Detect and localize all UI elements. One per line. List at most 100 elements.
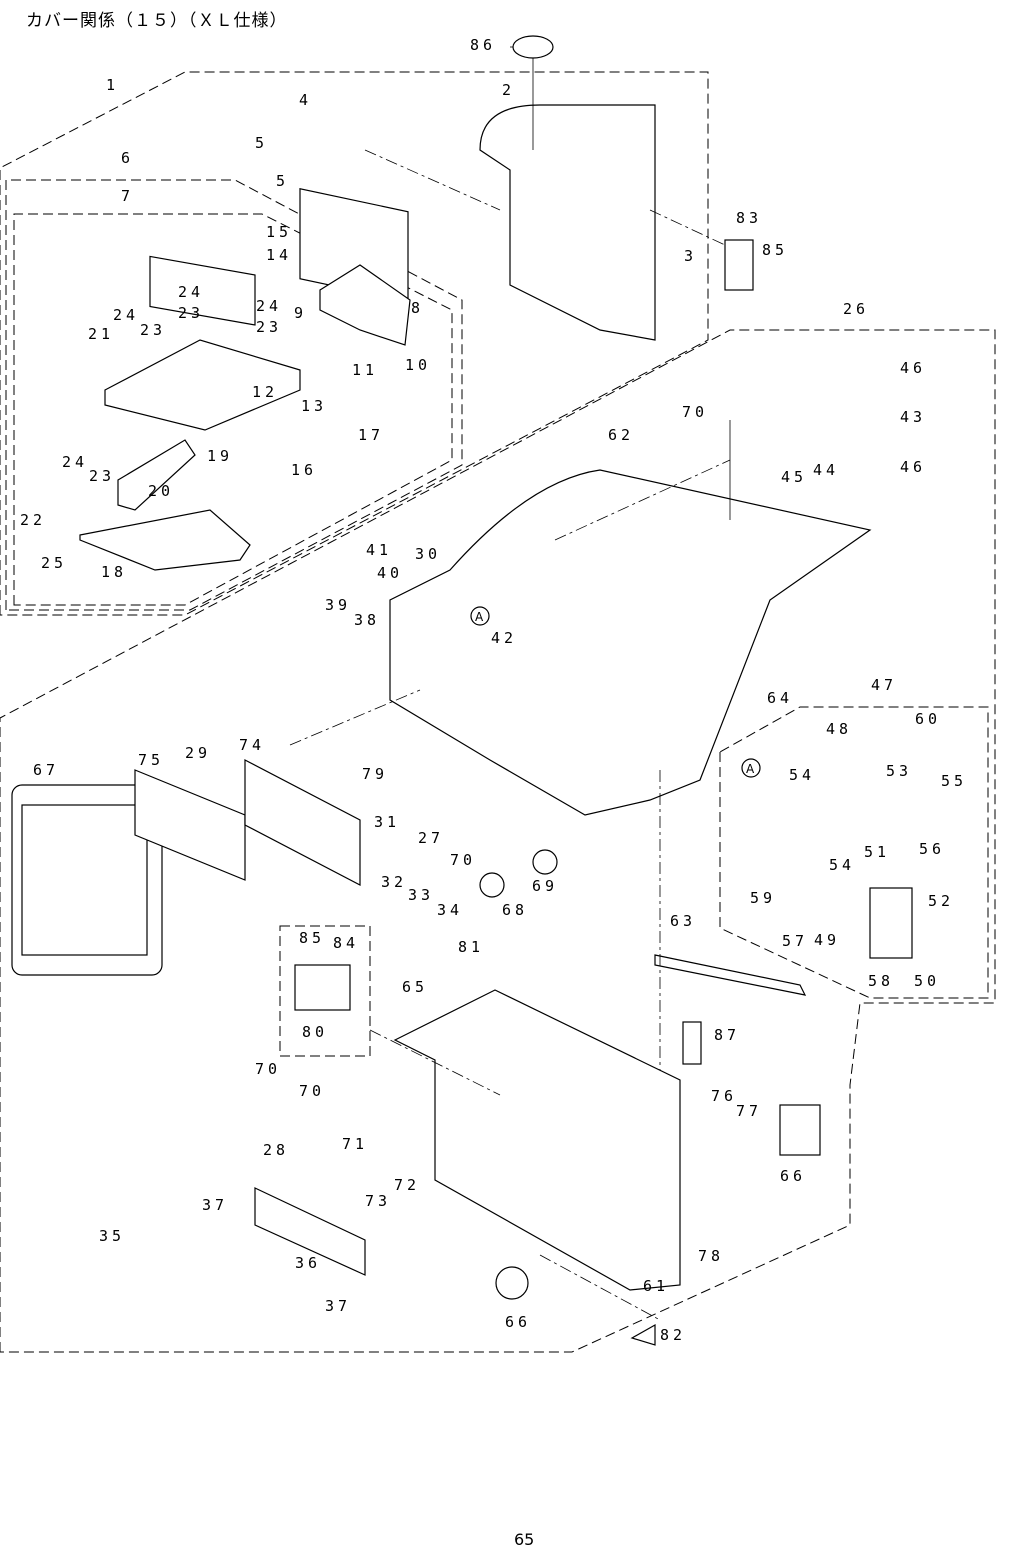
callout-23: 23 bbox=[140, 321, 166, 339]
callout-10: 10 bbox=[405, 356, 431, 374]
group-box-26 bbox=[0, 329, 996, 1353]
callout-50: 50 bbox=[914, 972, 940, 990]
assembly-line bbox=[289, 689, 421, 746]
callout-14: 14 bbox=[266, 246, 292, 264]
callout-4: 4 bbox=[299, 91, 312, 109]
callout-21: 21 bbox=[88, 325, 114, 343]
top-cover-part bbox=[479, 104, 656, 341]
callout-47: 47 bbox=[871, 676, 897, 694]
assembly-line bbox=[364, 149, 501, 211]
detail-marker-a-1 bbox=[470, 606, 490, 626]
callout-70: 70 bbox=[450, 851, 476, 869]
callout-80: 80 bbox=[302, 1023, 328, 1041]
callout-54: 54 bbox=[829, 856, 855, 874]
group-box-84 bbox=[279, 925, 371, 1057]
callout-66: 66 bbox=[780, 1167, 806, 1185]
group-box-7 bbox=[13, 213, 453, 606]
cap-86-part bbox=[512, 35, 554, 59]
page-number: 65 bbox=[514, 1530, 535, 1549]
callout-46: 46 bbox=[900, 359, 926, 377]
callout-2: 2 bbox=[502, 81, 515, 99]
callout-19: 19 bbox=[207, 447, 233, 465]
label-82-part bbox=[630, 1323, 656, 1346]
callout-24: 24 bbox=[178, 283, 204, 301]
diagram-title: カバー関係（１５）（ＸＬ仕様） bbox=[26, 11, 288, 31]
bracket-8-part bbox=[319, 264, 411, 346]
switch-66-part bbox=[779, 1104, 821, 1156]
callout-64: 64 bbox=[767, 689, 793, 707]
callout-62: 62 bbox=[608, 426, 634, 444]
callout-78: 78 bbox=[698, 1247, 724, 1265]
callout-27: 27 bbox=[418, 829, 444, 847]
group-box-47 bbox=[719, 706, 989, 999]
callout-5: 5 bbox=[276, 172, 289, 190]
callout-84: 84 bbox=[333, 934, 359, 952]
monitor-inner bbox=[21, 804, 148, 956]
ring-69-part bbox=[532, 849, 558, 875]
callout-70: 70 bbox=[299, 1082, 325, 1100]
callout-68: 68 bbox=[502, 901, 528, 919]
callout-23: 23 bbox=[256, 318, 282, 336]
callout-55: 55 bbox=[941, 772, 967, 790]
callout-82: 82 bbox=[660, 1326, 686, 1344]
callout-33: 33 bbox=[408, 886, 434, 904]
detail-marker-a-1-text: A bbox=[475, 610, 484, 624]
main-cover-62-part bbox=[389, 469, 872, 816]
callout-32: 32 bbox=[381, 873, 407, 891]
callout-39: 39 bbox=[325, 596, 351, 614]
callout-74: 74 bbox=[239, 736, 265, 754]
callout-41: 41 bbox=[366, 541, 392, 559]
bracket-20-part bbox=[117, 439, 196, 511]
callout-85: 85 bbox=[762, 241, 788, 259]
callout-83: 83 bbox=[736, 209, 762, 227]
callout-28: 28 bbox=[263, 1141, 289, 1159]
callout-69: 69 bbox=[532, 877, 558, 895]
callout-29: 29 bbox=[185, 744, 211, 762]
callout-66: 66 bbox=[505, 1313, 531, 1331]
callout-31: 31 bbox=[374, 813, 400, 831]
callout-60: 60 bbox=[915, 710, 941, 728]
callout-12: 12 bbox=[252, 383, 278, 401]
callout-23: 23 bbox=[89, 467, 115, 485]
callout-37: 37 bbox=[202, 1196, 228, 1214]
callout-87: 87 bbox=[714, 1026, 740, 1044]
group-box-6 bbox=[5, 179, 463, 611]
bracket-58-part bbox=[869, 887, 913, 959]
callout-30: 30 bbox=[415, 545, 441, 563]
callout-81: 81 bbox=[458, 938, 484, 956]
detail-marker-a-2-text: A bbox=[746, 762, 755, 776]
callout-43: 43 bbox=[900, 408, 926, 426]
part-83 bbox=[724, 239, 754, 291]
callout-72: 72 bbox=[394, 1176, 420, 1194]
panel-75-part bbox=[134, 769, 246, 881]
callout-71: 71 bbox=[342, 1135, 368, 1153]
base-cover-61-part bbox=[393, 989, 681, 1291]
callout-5: 5 bbox=[255, 134, 268, 152]
callout-24: 24 bbox=[113, 306, 139, 324]
part-87 bbox=[682, 1021, 702, 1065]
callout-17: 17 bbox=[358, 426, 384, 444]
assembly-line bbox=[554, 459, 731, 541]
callout-11: 11 bbox=[352, 361, 378, 379]
callout-13: 13 bbox=[301, 397, 327, 415]
group-box-1 bbox=[0, 71, 709, 616]
callout-53: 53 bbox=[886, 762, 912, 780]
callout-61: 61 bbox=[643, 1277, 669, 1295]
callout-8: 8 bbox=[411, 299, 424, 317]
knob-68-part bbox=[479, 872, 505, 898]
callout-73: 73 bbox=[365, 1192, 391, 1210]
callout-1: 1 bbox=[106, 76, 119, 94]
callout-67: 67 bbox=[33, 761, 59, 779]
callout-25: 25 bbox=[41, 554, 67, 572]
assembly-line bbox=[649, 209, 726, 246]
callout-3: 3 bbox=[684, 247, 697, 265]
grille-part bbox=[149, 255, 256, 326]
callout-86: 86 bbox=[470, 36, 496, 54]
callout-75: 75 bbox=[138, 751, 164, 769]
detail-marker-a-2 bbox=[741, 758, 761, 778]
stand-18-part bbox=[79, 509, 251, 571]
callout-9: 9 bbox=[294, 304, 307, 322]
callout-44: 44 bbox=[813, 461, 839, 479]
